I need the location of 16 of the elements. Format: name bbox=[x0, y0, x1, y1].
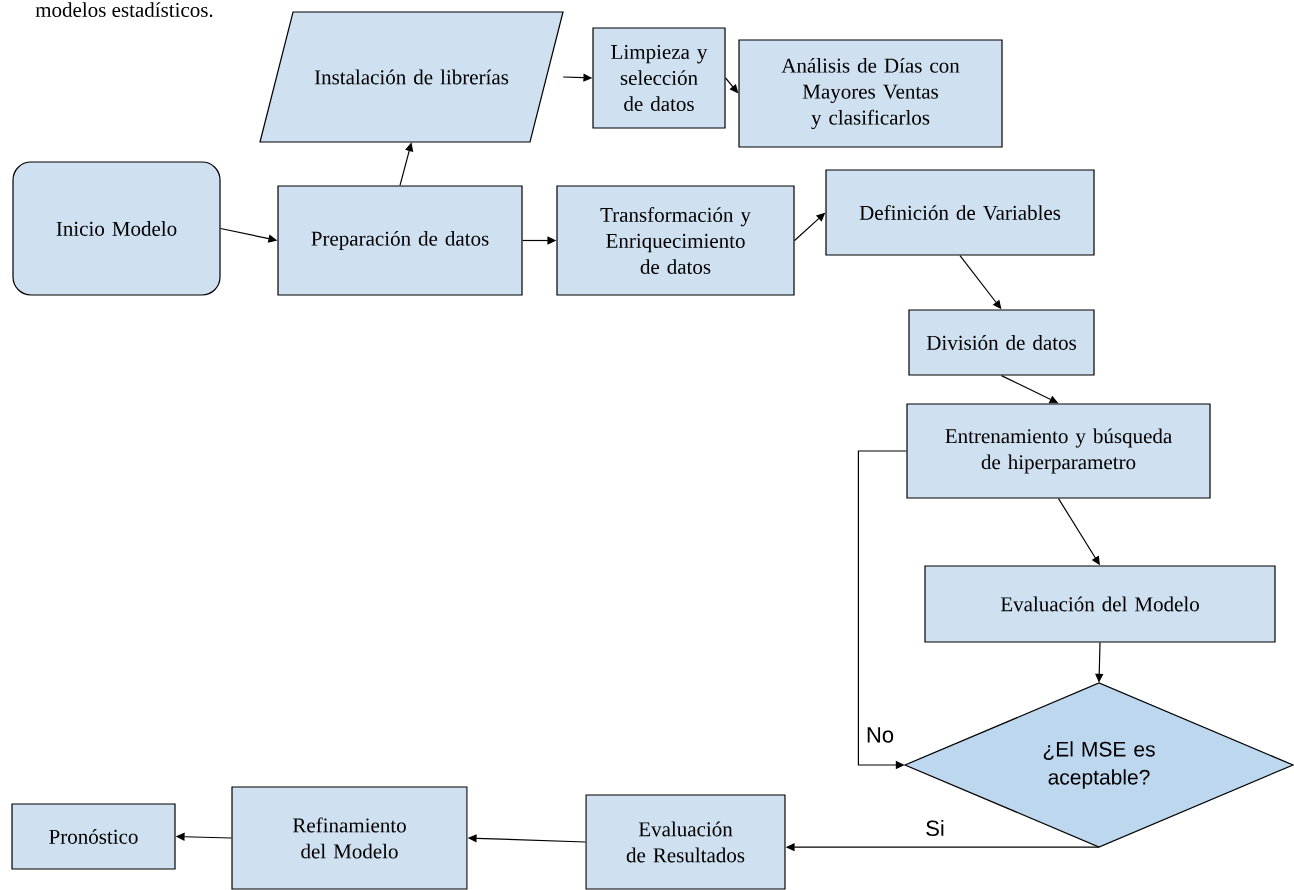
input-parallelogram: Instalación de librerías bbox=[259, 11, 564, 143]
start-box: Inicio Modelo bbox=[12, 161, 221, 296]
process-box: Transformación y Enriquecimiento de datos bbox=[556, 185, 795, 296]
process-box: División de datos bbox=[908, 309, 1095, 376]
edge-label: Si bbox=[924, 818, 946, 838]
process-box: Limpieza y selección de datos bbox=[592, 27, 726, 129]
edge-label: No bbox=[864, 726, 896, 744]
process-box: Entrenamiento y búsqueda de hiperparametro bbox=[906, 403, 1211, 499]
process-box: Análisis de Días con Mayores Ventas y clasificarlos bbox=[738, 39, 1003, 148]
process-box: Refinamiento del Modelo bbox=[231, 786, 468, 890]
process-box: Evaluación del Modelo bbox=[924, 565, 1276, 643]
process-box: Pronóstico bbox=[11, 803, 176, 870]
caption-text: modelos estadísticos. bbox=[35, 2, 213, 18]
process-box: Evaluación de Resultados bbox=[585, 794, 786, 890]
process-box: Preparación de datos bbox=[277, 185, 523, 296]
process-box: Definición de Variables bbox=[825, 169, 1095, 256]
